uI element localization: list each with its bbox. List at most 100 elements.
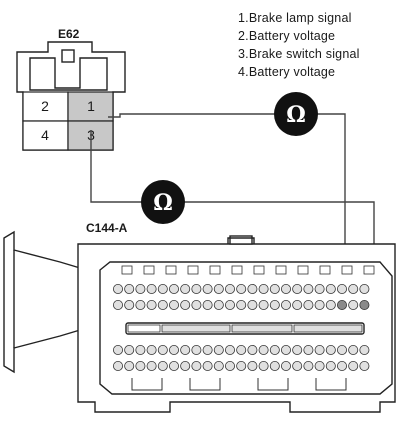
c144-pin xyxy=(269,360,280,371)
c144-top-slot xyxy=(165,265,177,275)
c144-pin xyxy=(202,344,213,355)
c144-pin xyxy=(258,344,269,355)
c144-pin xyxy=(157,299,168,310)
c144-pin xyxy=(325,344,336,355)
c144-pin xyxy=(292,360,303,371)
e62-pin-4 xyxy=(22,120,69,151)
c144-pin xyxy=(113,344,124,355)
legend-item-3: 3.Brake switch signal xyxy=(238,47,360,61)
c144-top-tab xyxy=(229,235,253,245)
c144-pin xyxy=(292,283,303,294)
c144-pin xyxy=(258,360,269,371)
c144-pin xyxy=(314,283,325,294)
c144-pin xyxy=(168,299,179,310)
c144-pin xyxy=(135,283,146,294)
c144-pin xyxy=(236,344,247,355)
c144-pin xyxy=(113,360,124,371)
c144-pin xyxy=(336,283,347,294)
c144-top-row xyxy=(121,265,375,275)
c144-pin xyxy=(280,344,291,355)
c144-pin xyxy=(224,344,235,355)
ohmmeter-top-disc xyxy=(274,92,318,136)
c144-pin xyxy=(314,344,325,355)
c144-pin xyxy=(303,299,314,310)
c144-slot xyxy=(127,324,161,333)
c144-pin xyxy=(191,344,202,355)
c144-pin xyxy=(168,283,179,294)
c144-pin xyxy=(236,283,247,294)
c144-pin xyxy=(213,299,224,310)
c144-pin xyxy=(236,360,247,371)
ohmmeter-top: Ω xyxy=(274,92,318,136)
c144-pin xyxy=(202,299,213,310)
c144-pins-lower xyxy=(113,344,370,371)
c144-top-slot xyxy=(319,265,331,275)
c144-pin xyxy=(157,344,168,355)
connector-c144a-name: C144-A xyxy=(86,221,128,235)
c144-pin xyxy=(124,344,135,355)
c144-top-tab-rim xyxy=(227,237,255,244)
c144-top-slot xyxy=(297,265,309,275)
c144-pin xyxy=(180,344,191,355)
c144-pin xyxy=(224,283,235,294)
c144-pin xyxy=(325,299,336,310)
ohm-icon: Ω xyxy=(153,190,173,216)
c144-pin xyxy=(236,299,247,310)
legend-item-4: 4.Battery voltage xyxy=(238,65,335,79)
c144-pin xyxy=(348,299,359,310)
connector-e62-latch xyxy=(29,57,108,91)
c144-left-latch xyxy=(3,230,81,374)
c144-pin xyxy=(213,283,224,294)
c144-pin xyxy=(135,360,146,371)
c144-pin xyxy=(247,344,258,355)
e62-pin-1-label: 1 xyxy=(87,98,95,114)
c144-top-slot xyxy=(143,265,155,275)
c144-slot xyxy=(293,324,363,333)
c144-pin xyxy=(303,283,314,294)
c144-pin xyxy=(224,360,235,371)
c144-top-slot xyxy=(231,265,243,275)
c144-pin xyxy=(146,299,157,310)
c144-pin xyxy=(213,344,224,355)
connector-e62-key xyxy=(61,49,75,63)
c144-pin xyxy=(113,283,124,294)
c144-slot xyxy=(161,324,231,333)
c144-pin xyxy=(146,360,157,371)
c144-pin xyxy=(124,299,135,310)
c144-pin xyxy=(280,360,291,371)
c144-pin xyxy=(348,283,359,294)
c144-pin xyxy=(191,360,202,371)
c144-pin xyxy=(314,299,325,310)
c144-pin xyxy=(191,299,202,310)
c144-pin xyxy=(348,344,359,355)
c144-pin xyxy=(113,299,124,310)
c144-top-slot xyxy=(209,265,221,275)
c144-top-slot xyxy=(275,265,287,275)
c144-pin xyxy=(336,360,347,371)
c144-pin xyxy=(325,360,336,371)
e62-pin-4-label: 4 xyxy=(41,127,49,143)
connector-e62: E62 2 1 4 3 xyxy=(16,27,126,151)
c144-pin xyxy=(325,283,336,294)
c144-pin xyxy=(124,360,135,371)
c144-pin xyxy=(269,283,280,294)
c144-top-slot xyxy=(341,265,353,275)
c144-pin xyxy=(202,283,213,294)
c144-middle-band xyxy=(125,322,365,335)
c144-pin xyxy=(258,299,269,310)
lead-pin1 xyxy=(108,113,346,303)
ohmmeter-bottom: Ω xyxy=(141,180,185,224)
c144-pin xyxy=(314,360,325,371)
e62-pin-2-label: 2 xyxy=(41,98,49,114)
c144-pin xyxy=(135,344,146,355)
c144-pin xyxy=(213,360,224,371)
c144-pin xyxy=(157,283,168,294)
c144-pin xyxy=(191,283,202,294)
c144-pin xyxy=(247,360,258,371)
c144-pin xyxy=(280,299,291,310)
pin-legend: 1.Brake lamp signal 2.Battery voltage 3.… xyxy=(238,11,360,79)
c144-bottom-tabs xyxy=(131,378,347,391)
c144-pin xyxy=(247,283,258,294)
c144-pin xyxy=(180,283,191,294)
c144-pins-upper xyxy=(113,283,370,310)
